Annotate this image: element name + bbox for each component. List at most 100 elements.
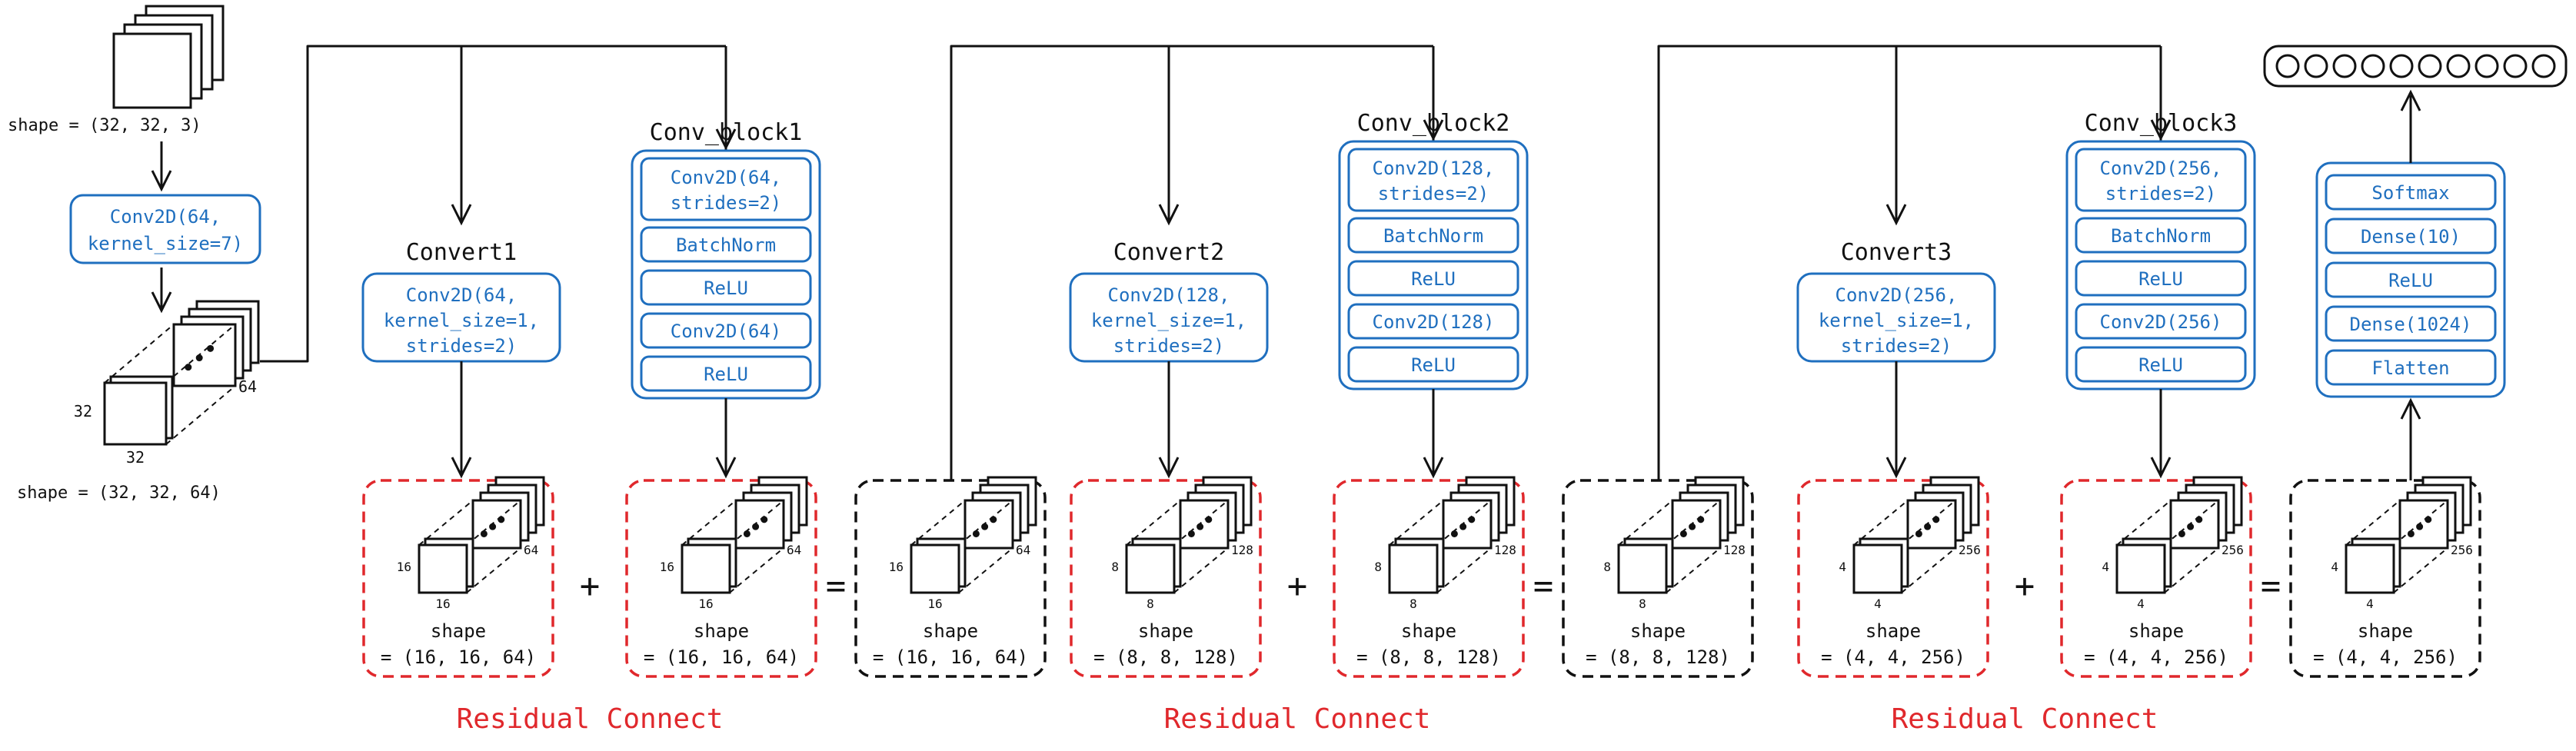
- input-image-icon: [112, 32, 192, 109]
- tensor-dot: [2416, 523, 2424, 530]
- arrow-head: [2400, 89, 2421, 111]
- tensor-edge: [1389, 500, 1444, 546]
- tensor-dot: [480, 530, 488, 537]
- stage3-block-layer: [2075, 217, 2247, 254]
- stage3-convert-result-shape-label: shape: [1865, 620, 1921, 642]
- tensor-channel-label: 128: [1723, 543, 1746, 557]
- tensor-back-face: [2398, 499, 2449, 550]
- stage1-convert-text: Conv2D(64,: [406, 284, 518, 306]
- stage3-block-layer-text: ReLU: [2138, 354, 2183, 376]
- head-layer: [2325, 261, 2497, 298]
- tensor-edge: [1666, 547, 1721, 593]
- stage1-convert-text: strides=2): [406, 335, 518, 357]
- stage2-block-result-shape-label: shape: [1401, 620, 1456, 642]
- stage1-block-layer-text: Conv2D(64): [671, 321, 782, 342]
- tensor-width-label: 16: [927, 596, 942, 611]
- tensor-edge: [729, 547, 784, 593]
- stage3-block-layer-text: Conv2D(256,: [2100, 158, 2222, 179]
- stage1-block-result-shape-label: shape: [694, 620, 749, 642]
- tensor-dot: [981, 523, 989, 530]
- tensor-dot: [743, 530, 751, 537]
- tensor-front-face: [1125, 543, 1176, 594]
- input-conv-text: Conv2D(64,: [110, 206, 221, 228]
- stage3-block-layer-text: ReLU: [2138, 268, 2183, 290]
- stage2-convert-title: Convert2: [1113, 239, 1225, 266]
- arrow-head: [451, 457, 472, 479]
- stage1-convert-title: Convert1: [406, 239, 518, 266]
- tensor-edge: [1901, 500, 1956, 546]
- stage3-equals-sign: =: [2261, 567, 2281, 606]
- tensor-dot: [2195, 516, 2203, 523]
- tensor-width-label: 16: [435, 596, 450, 611]
- input-out-shape-label: shape = (32, 32, 64): [17, 483, 221, 503]
- stage2-sum-result-shape-value: = (8, 8, 128): [1586, 646, 1730, 668]
- head-layer: [2325, 218, 2497, 254]
- stage2-block-layer: [1347, 260, 1519, 297]
- input-conv-text: kernel_size=7): [88, 233, 243, 254]
- tensor-channel-label: 64: [524, 543, 538, 557]
- output-neuron: [2389, 54, 2414, 78]
- stage1-block-title: Conv_block1: [650, 119, 803, 146]
- tensor-channel-label: 256: [2222, 543, 2244, 557]
- tensor-edge: [2116, 500, 2172, 546]
- tensor-dot: [1468, 516, 1476, 523]
- stage2-residual-label: Residual Connect: [1164, 703, 1431, 735]
- tensor-front-face: [2115, 543, 2166, 594]
- stage1-block-layer: [640, 157, 812, 221]
- tensor-dot: [1932, 516, 1940, 523]
- arrow-head: [1158, 204, 1180, 226]
- tensor-edge: [104, 324, 175, 384]
- stage3-sum-result-shape-label: shape: [2358, 620, 2413, 642]
- stage1-block-layer-text: strides=2): [671, 192, 782, 214]
- output-neuron: [2446, 54, 2471, 78]
- tensor-width-label: 16: [698, 596, 713, 611]
- output-neuron: [2304, 54, 2328, 78]
- arrow-head: [151, 291, 172, 314]
- tensor-dot: [1205, 516, 1213, 523]
- tensor-height-label: 4: [1839, 560, 1846, 574]
- tensor-edge: [165, 324, 236, 384]
- stage2-block-layer: [1347, 346, 1519, 383]
- tensor-height-label: 16: [889, 560, 904, 574]
- arrow-head: [1423, 457, 1444, 479]
- tensor-edge: [1666, 500, 1721, 546]
- tensor-back-face: [2169, 499, 2220, 550]
- stage2-convert-text: kernel_size=1,: [1091, 310, 1246, 331]
- stage1-plus-sign: +: [580, 567, 601, 606]
- output-neuron: [2503, 54, 2528, 78]
- tensor-dot: [752, 523, 760, 530]
- tensor-edge: [681, 500, 737, 546]
- stage2-block-layer: [1347, 217, 1519, 254]
- stage3-block-layer: [2075, 346, 2247, 383]
- stage3-block-result-shape-label: shape: [2128, 620, 2184, 642]
- tensor-edge: [2164, 500, 2219, 546]
- output-neuron: [2418, 54, 2442, 78]
- stage1-block-layer-text: ReLU: [704, 277, 748, 299]
- tensor-width-label: 4: [1874, 596, 1882, 611]
- arrow-head: [2150, 457, 2172, 479]
- tensor-dot: [489, 523, 497, 530]
- arrow-head: [1423, 119, 1444, 141]
- tensor-dot: [760, 516, 768, 523]
- stage2-block-layer-text: Conv2D(128,: [1373, 158, 1495, 179]
- tensor-edge: [1436, 500, 1492, 546]
- stage2-convert-text: Conv2D(128,: [1108, 284, 1230, 306]
- arrow-head: [1158, 457, 1180, 479]
- tensor-channel-label: 128: [1494, 543, 1516, 557]
- tensor-height-label: 8: [1111, 560, 1119, 574]
- head-layer: [2325, 349, 2497, 386]
- tensor-channel-label: 64: [787, 543, 801, 557]
- stage3-convert-text: Conv2D(256,: [1835, 284, 1958, 306]
- stage2-block-layer-text: ReLU: [1411, 354, 1456, 376]
- skip-connector: [1657, 45, 2161, 480]
- tensor-front-face: [103, 381, 168, 446]
- arrow-head: [151, 170, 172, 192]
- tensor-dot: [1187, 530, 1195, 537]
- tensor-channel-label: 128: [1231, 543, 1253, 557]
